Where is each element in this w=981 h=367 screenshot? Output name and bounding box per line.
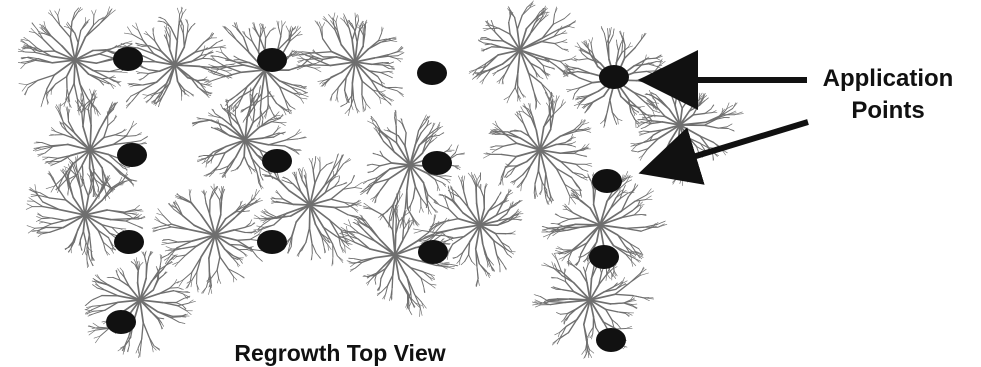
root-cluster	[469, 1, 576, 110]
application-point	[257, 48, 287, 72]
root-cluster	[631, 79, 744, 186]
application-point	[117, 143, 147, 167]
callout-label-line2: Points	[851, 97, 924, 124]
application-point	[262, 149, 292, 173]
application-point	[417, 61, 447, 85]
application-point	[418, 240, 448, 264]
root-cluster	[292, 13, 404, 116]
root-cluster	[85, 251, 196, 358]
application-point	[422, 151, 452, 175]
application-point	[592, 169, 622, 193]
application-point	[599, 65, 629, 89]
root-cluster	[205, 21, 323, 127]
application-point	[113, 47, 143, 71]
root-cluster	[483, 92, 592, 205]
callout-label-line1: Application	[823, 65, 954, 92]
application-point	[114, 230, 144, 254]
application-point	[589, 245, 619, 269]
root-cluster	[192, 85, 306, 189]
application-point	[257, 230, 287, 254]
diagram-caption: Regrowth Top View	[234, 340, 445, 366]
application-point	[106, 310, 136, 334]
root-cluster	[152, 184, 271, 295]
application-point	[596, 328, 626, 352]
